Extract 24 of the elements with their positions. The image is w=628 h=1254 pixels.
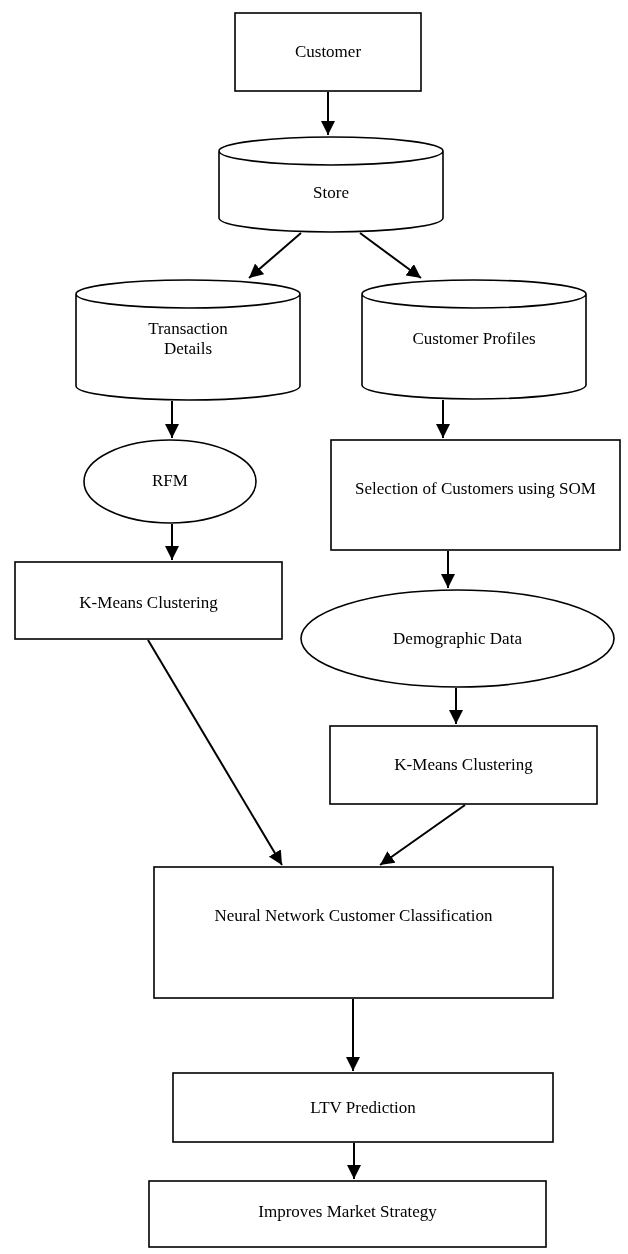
arrow (165, 523, 179, 561)
node-label: RFM (151, 470, 189, 492)
arrow (165, 400, 179, 439)
node-label: Store (312, 182, 350, 204)
arrow (147, 639, 283, 866)
arrow (359, 232, 422, 279)
arrow (449, 687, 463, 725)
arrow (379, 804, 466, 866)
node-label: Demographic Data (392, 628, 523, 650)
node-label: Customer Profiles (411, 328, 537, 350)
node-label: K-Means Clustering (78, 592, 219, 614)
node-label: Improves Market Strategy (257, 1201, 438, 1223)
arrow (347, 1142, 361, 1180)
node-label: Customer (293, 41, 363, 63)
arrow (346, 998, 360, 1072)
node-label: LTV Prediction (309, 1097, 417, 1119)
node-label: K-Means Clustering (393, 754, 534, 776)
arrow (321, 91, 335, 136)
arrow (248, 232, 302, 279)
node-label: Transaction Details (147, 318, 229, 360)
node-label: Selection of Customers using SOM (354, 478, 597, 500)
arrow (436, 399, 450, 439)
node-label: Neural Network Customer Classification (213, 905, 494, 927)
arrow (441, 550, 455, 589)
